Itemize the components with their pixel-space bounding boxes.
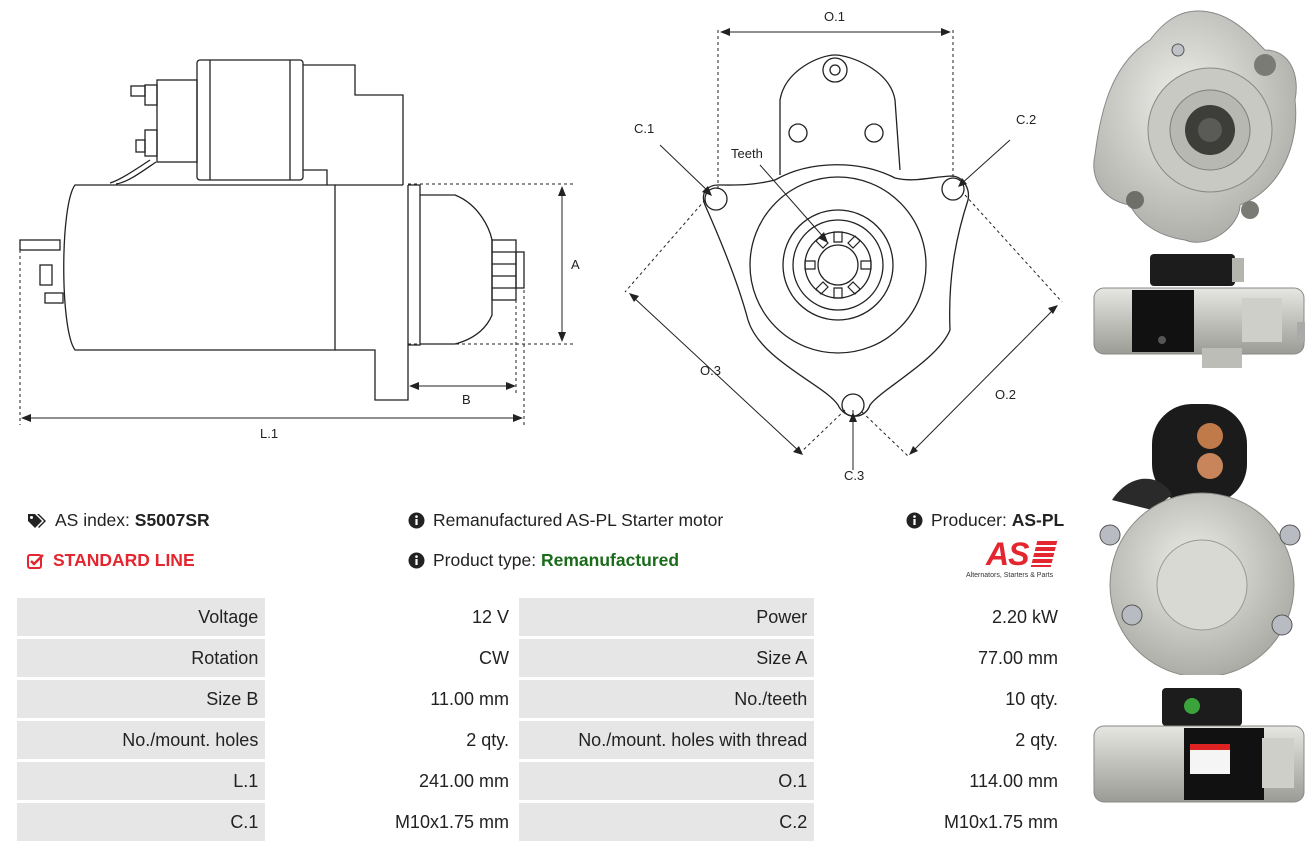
product-line: STANDARD LINE [27,550,195,571]
side-view-drawing [19,59,575,425]
dim-label-o3: O.3 [700,363,721,378]
spec-value: 10 qty. [817,680,1065,718]
spec-key: Power [518,598,815,636]
logo-tagline: Alternators, Starters & Parts [966,572,1054,579]
spec-key: Size B [17,680,266,718]
product-type: Product type: Remanufactured [408,550,679,571]
spec-key: Size A [518,639,815,677]
spec-value: M10x1.75 mm [268,803,516,841]
product-type-label: Product type: [433,550,537,570]
spec-key: C.1 [17,803,266,841]
spec-value: 77.00 mm [817,639,1065,677]
spec-key: L.1 [17,762,266,800]
info-icon [906,512,923,529]
producer: Producer: AS-PL [906,510,1064,531]
dim-label-c1: C.1 [634,121,655,136]
front-view-drawing [624,28,1063,470]
logo-mark: AS [986,536,1029,572]
spec-value: 241.00 mm [268,762,516,800]
spec-key: C.2 [518,803,815,841]
dim-label-c3: C.3 [844,468,865,483]
spec-value: 12 V [268,598,516,636]
spec-value: 11.00 mm [268,680,516,718]
dim-label-o2: O.2 [995,387,1016,402]
spec-value: 2 qty. [268,721,516,759]
dim-label-b: B [462,392,471,407]
dim-label-o1: O.1 [824,9,845,24]
spec-value: 2 qty. [817,721,1065,759]
spec-value: CW [268,639,516,677]
spec-value: M10x1.75 mm [817,803,1065,841]
spec-key: No./mount. holes [17,721,266,759]
as-pl-logo: AS Alternators, Starters & Parts [966,538,1068,584]
spec-key: No./mount. holes with thread [518,721,815,759]
product-photo-side[interactable] [1092,252,1307,372]
dim-label-teeth: Teeth [731,146,763,161]
spec-value: 114.00 mm [817,762,1065,800]
producer-label: Producer: [931,510,1007,530]
description-text: Remanufactured AS-PL Starter motor [433,510,724,530]
product-line-label: STANDARD LINE [53,550,195,570]
product-photo-front[interactable] [1090,5,1306,250]
product-photo-labelled[interactable] [1092,686,1307,816]
tags-icon [27,513,47,529]
product-photo-rear[interactable] [1092,400,1307,675]
product-type-value: Remanufactured [541,550,680,570]
info-icon [408,512,425,529]
info-icon [408,552,425,569]
logo-stripes [1030,541,1058,567]
spec-key: No./teeth [518,680,815,718]
spec-key: Voltage [17,598,266,636]
checkbox-checked-icon [27,553,45,569]
as-index-label: AS index: [55,510,130,530]
dim-label-a: A [571,257,580,272]
product-description: Remanufactured AS-PL Starter motor [408,510,723,531]
producer-value: AS-PL [1011,510,1065,530]
as-index: AS index: S5007SR [27,510,210,531]
as-index-value: S5007SR [134,510,210,530]
dim-label-c2: C.2 [1016,112,1037,127]
dim-label-l1: L.1 [260,426,279,441]
spec-value: 2.20 kW [817,598,1065,636]
spec-key: O.1 [518,762,815,800]
spec-key: Rotation [17,639,266,677]
